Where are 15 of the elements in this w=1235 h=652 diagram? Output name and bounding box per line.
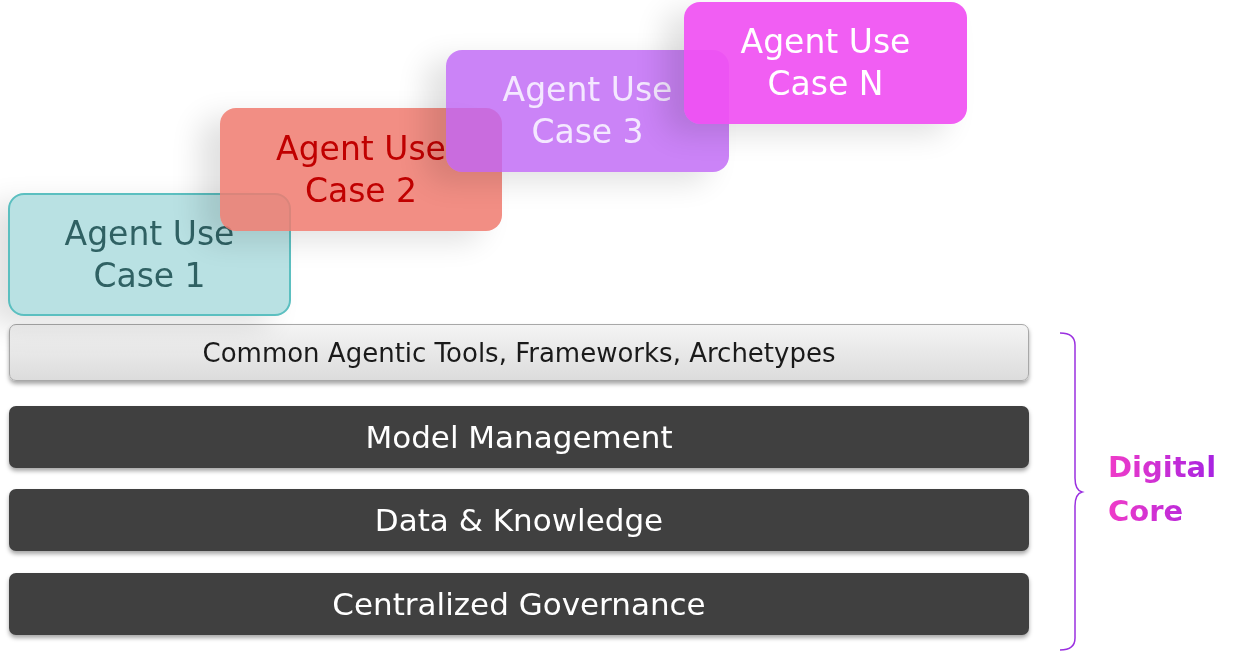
layer-band xyxy=(9,406,1029,468)
layer-band xyxy=(9,489,1029,551)
card-title: Agent Use Case 2 xyxy=(275,127,447,212)
card-title: Agent Use Case N xyxy=(739,21,912,105)
layer-title: Data & Knowledge xyxy=(374,502,664,538)
layer-band xyxy=(9,324,1029,381)
layer-title: Model Management xyxy=(365,419,673,455)
layer-band xyxy=(9,573,1029,635)
use-case-card xyxy=(684,2,967,124)
use-case-card xyxy=(446,50,729,172)
card-title: Agent Use Case 3 xyxy=(501,69,674,153)
layer-title: Centralized Governance xyxy=(332,586,706,622)
use-case-card xyxy=(8,193,291,316)
card-title: Agent Use Case 1 xyxy=(63,212,236,297)
layer-title: Common Agentic Tools, Frameworks, Archetypes xyxy=(202,337,836,368)
